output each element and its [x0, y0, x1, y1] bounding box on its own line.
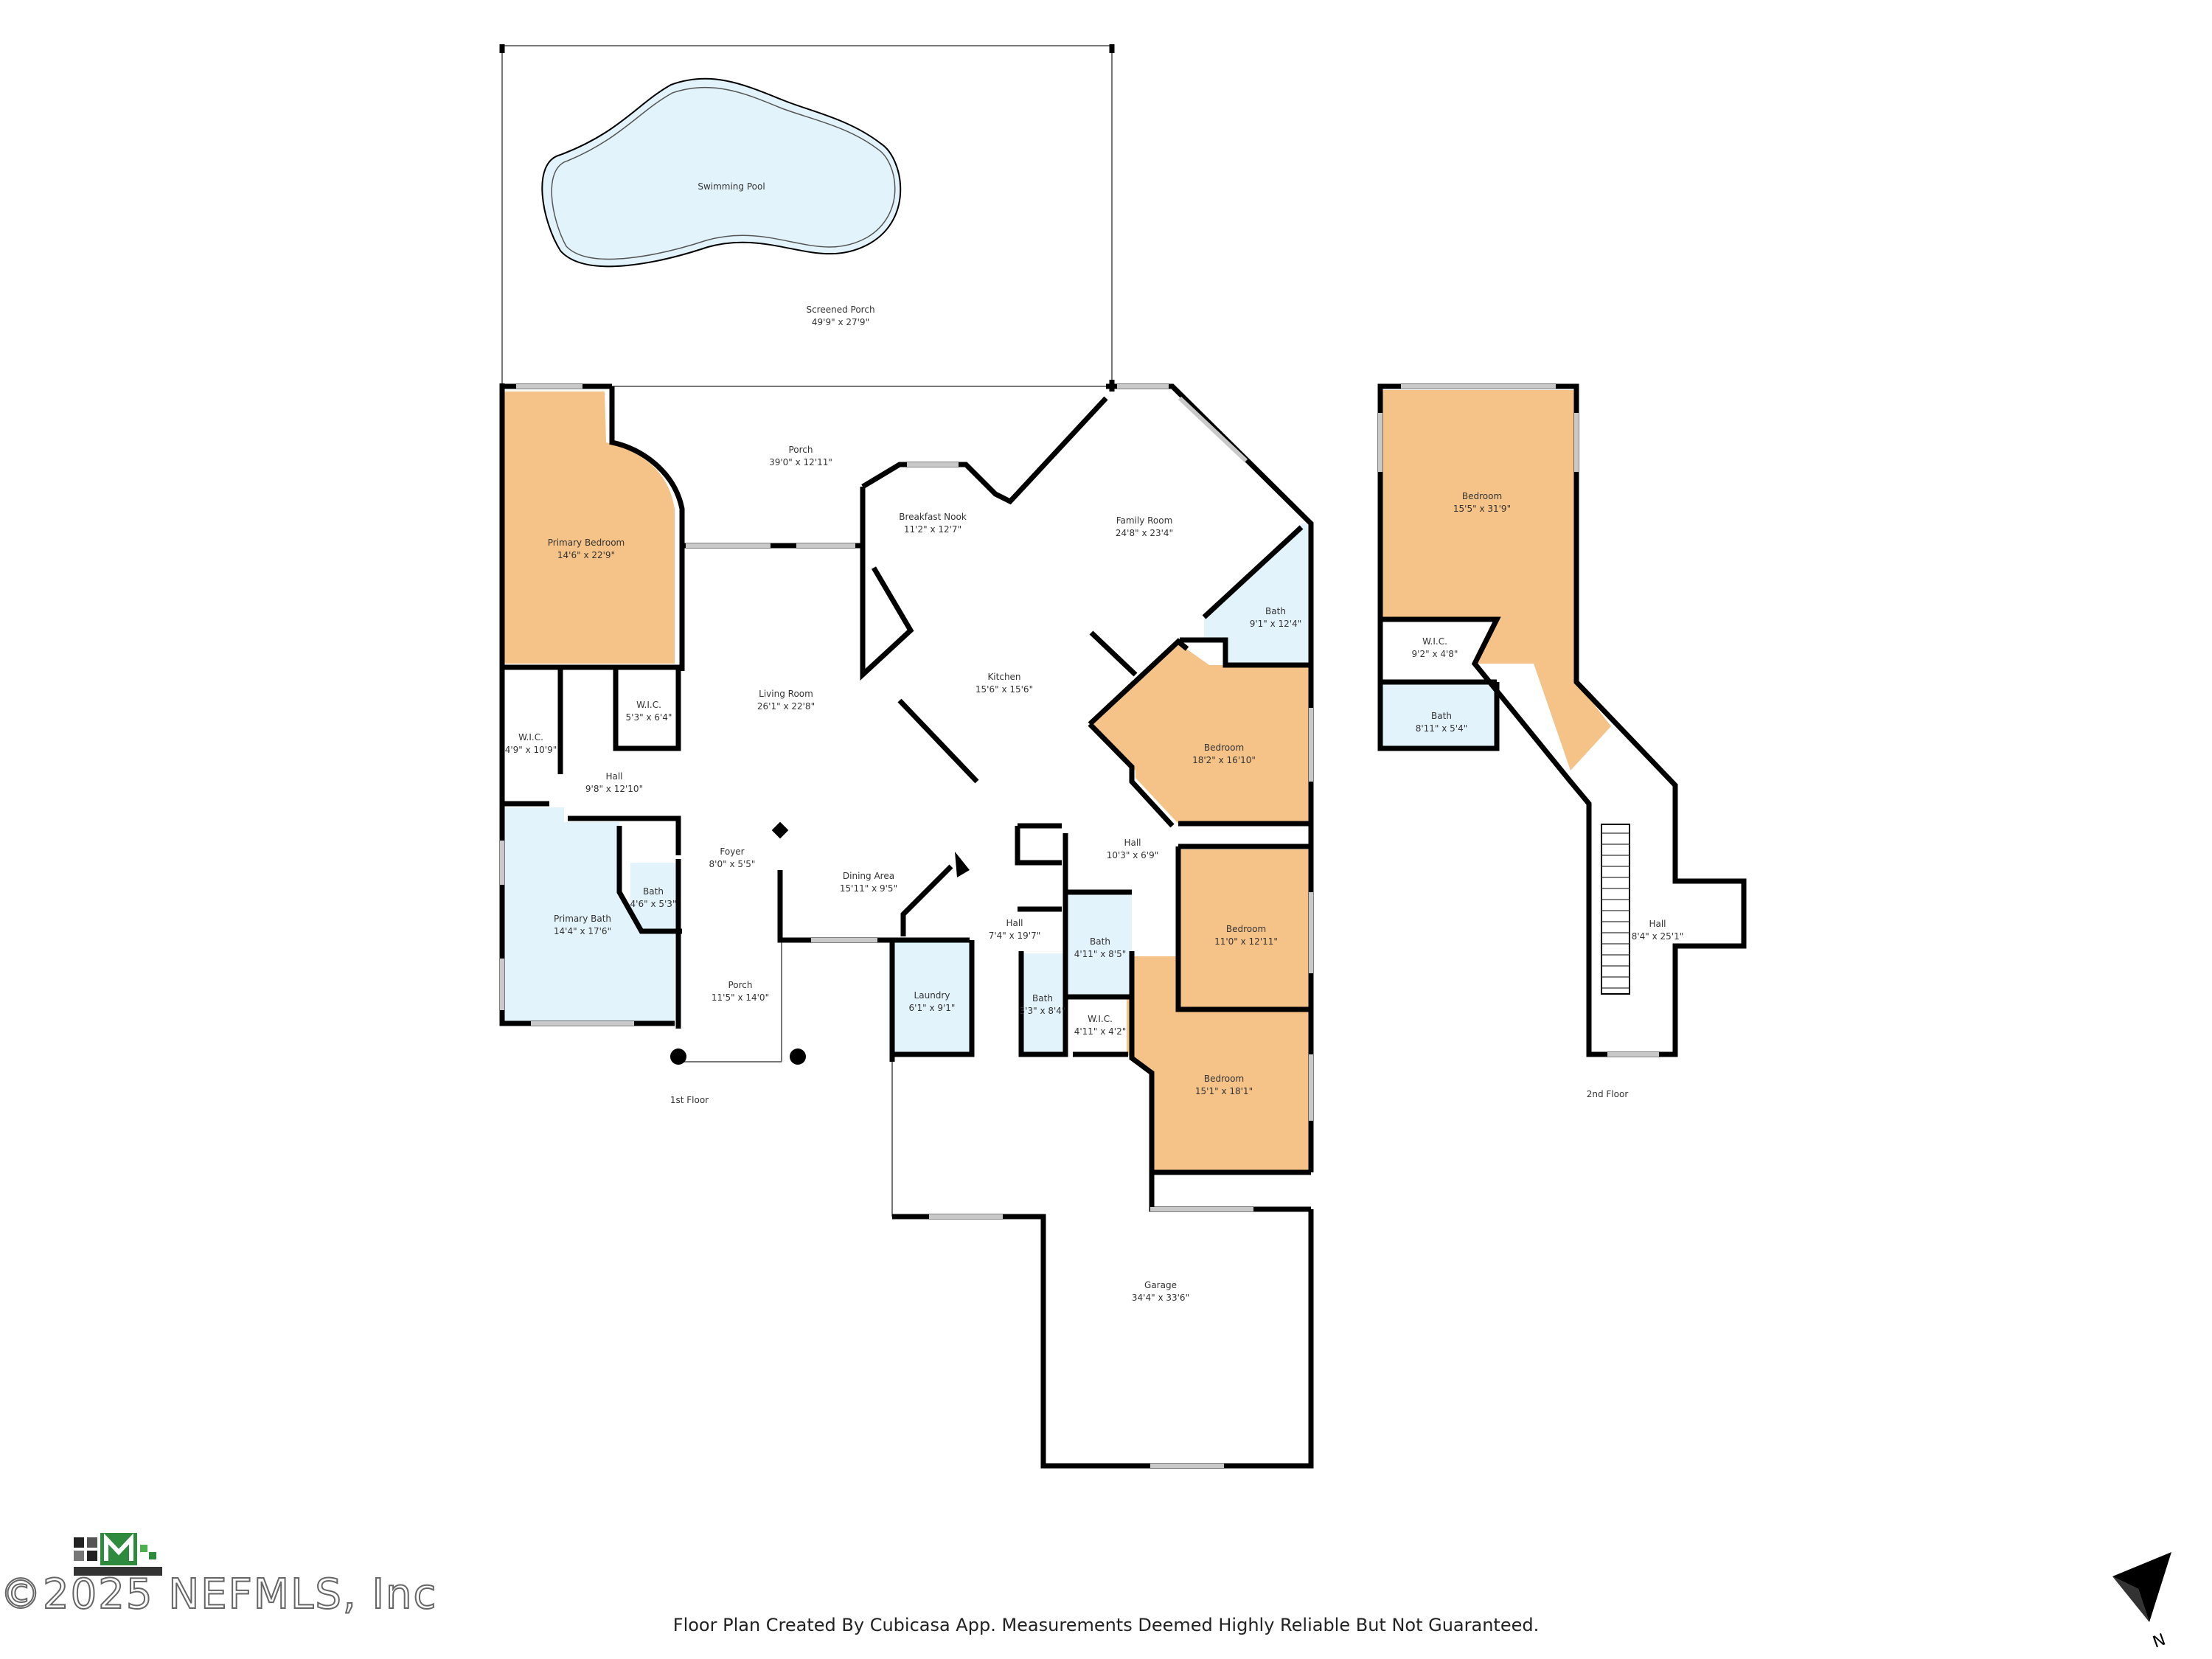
bedroom-fill-1: [1090, 641, 1311, 824]
primary-bedroom-fill: [502, 392, 675, 664]
room-label: Porch: [728, 980, 752, 990]
north-arrow-icon: N: [2112, 1552, 2171, 1652]
room-label: W.I.C.: [1422, 636, 1447, 647]
bath-fill-3: [1065, 894, 1132, 998]
room-dims: 14'4" x 17'6": [554, 926, 611, 936]
upper-bedroom-fill: [1380, 390, 1611, 771]
room-dims: 8'4" x 25'1": [1632, 931, 1684, 942]
screen-lines: [501, 45, 1113, 1217]
room-dims: 39'0" x 12'11": [769, 457, 832, 467]
bedroom-fill-2: [1178, 849, 1311, 1009]
room-label: Hall: [605, 771, 622, 782]
room-label: Swimming Pool: [698, 181, 765, 192]
footer-note: Floor Plan Created By Cubicasa App. Meas…: [672, 1615, 1540, 1635]
room-label: Dining Area: [843, 871, 894, 881]
room-label: W.I.C.: [1088, 1014, 1113, 1024]
room-dims: 15'1" x 18'1": [1195, 1086, 1253, 1096]
room-dims: 9'8" x 12'10": [585, 784, 643, 794]
bath-fill-2: [1204, 524, 1311, 665]
primary-bath-fill: [502, 807, 675, 1023]
room-label: Garage: [1144, 1280, 1177, 1290]
room-label: Bedroom: [1462, 491, 1502, 501]
room-dims: 4'9" x 10'9": [505, 745, 557, 755]
room-dims: 4'6" x 5'3": [630, 899, 677, 909]
room-label: Hall: [1649, 919, 1666, 929]
compass-letter: N: [2151, 1631, 2168, 1652]
room-dims: 26'1" x 22'8": [757, 701, 815, 712]
room-label: Bath: [643, 886, 664, 897]
room-dims: 11'2" x 12'7": [904, 524, 961, 535]
room-fills: [502, 77, 1611, 1172]
windows: [500, 384, 1659, 1468]
logo-icon: [74, 1533, 162, 1576]
room-dims: 24'8" x 23'4": [1116, 528, 1173, 538]
room-label: Foyer: [720, 846, 744, 857]
room-dims: 8'0" x 5'5": [709, 859, 756, 869]
room-label: Bedroom: [1204, 742, 1244, 753]
room-label: W.I.C.: [636, 700, 661, 710]
walls: [499, 44, 1747, 1469]
room-label: Primary Bedroom: [548, 538, 625, 548]
room-label: Bedroom: [1204, 1074, 1244, 1084]
room-dims: 6'1" x 9'1": [909, 1003, 956, 1013]
room-dims: 8'11" x 5'4": [1416, 723, 1468, 734]
room-dims: 4'11" x 8'5": [1074, 949, 1127, 959]
room-dims: 9'1" x 12'4": [1250, 619, 1302, 629]
room-label: Kitchen: [987, 672, 1020, 682]
room-label: Bedroom: [1226, 924, 1266, 934]
room-label: Bath: [1265, 606, 1286, 616]
room-label: Porch: [788, 445, 813, 455]
room-dims: 11'5" x 14'0": [712, 992, 769, 1003]
room-label: W.I.C.: [518, 732, 543, 742]
room-label: Bath: [1032, 993, 1053, 1004]
swimming-pool-shape: [541, 77, 902, 268]
room-dims: 15'5" x 31'9": [1453, 504, 1511, 514]
copyright-watermark: ©2025 NEFMLS, Inc: [0, 1570, 438, 1619]
upper-bath-fill: [1380, 682, 1497, 748]
room-dims: 14'6" x 22'9": [557, 550, 615, 560]
room-dims: 5'3" x 6'4": [626, 712, 672, 723]
floor-label: 1st Floor: [670, 1095, 709, 1105]
room-labels: Swimming Pool Screened Porch 49'9" x 27'…: [505, 181, 1684, 1303]
room-dims: 3'3" x 8'4": [1020, 1006, 1066, 1016]
room-label: Screened Porch: [806, 305, 874, 315]
room-label: Primary Bath: [554, 914, 611, 924]
room-label: Laundry: [914, 990, 950, 1001]
room-label: Living Room: [759, 689, 813, 699]
room-dims: 15'11" x 9'5": [840, 883, 897, 894]
room-label: Hall: [1124, 838, 1141, 848]
floor-label: 2nd Floor: [1587, 1089, 1629, 1099]
laundry-fill: [892, 942, 972, 1052]
room-dims: 15'6" x 15'6": [975, 684, 1033, 695]
room-dims: 9'2" x 4'8": [1412, 649, 1458, 659]
room-label: Bath: [1090, 936, 1110, 947]
room-dims: 11'0" x 12'11": [1214, 936, 1278, 947]
room-dims: 10'3" x 6'9": [1107, 850, 1159, 860]
bath-fill-1: [630, 863, 678, 931]
room-label: Bath: [1431, 711, 1452, 721]
room-label: Breakfast Nook: [899, 512, 967, 522]
bath-fill-4: [1021, 953, 1065, 1054]
room-dims: 7'4" x 19'7": [989, 931, 1041, 941]
room-dims: 49'9" x 27'9": [812, 317, 869, 327]
room-label: Family Room: [1116, 515, 1173, 526]
room-label: Hall: [1006, 918, 1023, 928]
room-dims: 18'2" x 16'10": [1192, 755, 1256, 765]
room-dims: 34'4" x 33'6": [1132, 1293, 1189, 1303]
room-dims: 4'11" x 4'2": [1074, 1026, 1127, 1037]
